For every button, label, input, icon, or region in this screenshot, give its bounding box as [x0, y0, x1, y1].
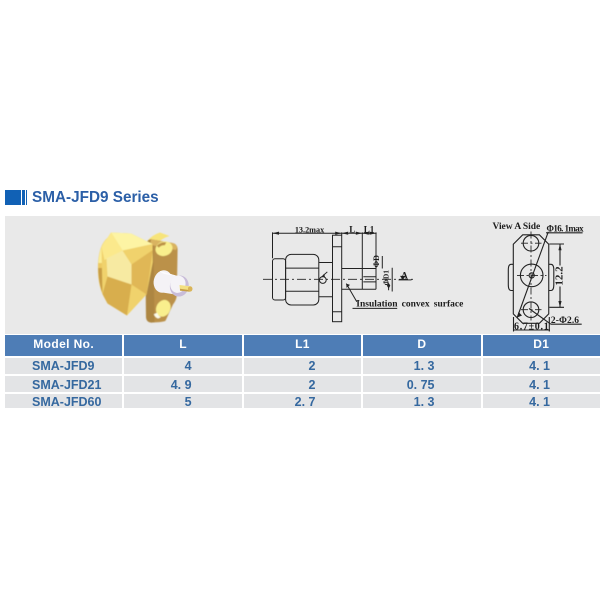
- svg-text:13.2max: 13.2max: [295, 225, 325, 234]
- svg-text:2-Φ2.6: 2-Φ2.6: [551, 316, 579, 326]
- svg-text:A: A: [401, 272, 408, 282]
- svg-text:ΦD1: ΦD1: [382, 270, 391, 286]
- svg-text:View A Side: View A Side: [493, 222, 541, 232]
- svg-text:L: L: [349, 224, 355, 234]
- svg-text:Insulation convex surface: Insulation convex surface: [356, 299, 463, 309]
- svg-text:L1: L1: [364, 224, 375, 234]
- svg-text:Φ16. 1max: Φ16. 1max: [547, 223, 585, 233]
- svg-text:6.7±0.1: 6.7±0.1: [514, 321, 549, 332]
- svg-text:ΦD: ΦD: [372, 255, 381, 268]
- svg-text:12.2: 12.2: [554, 266, 566, 286]
